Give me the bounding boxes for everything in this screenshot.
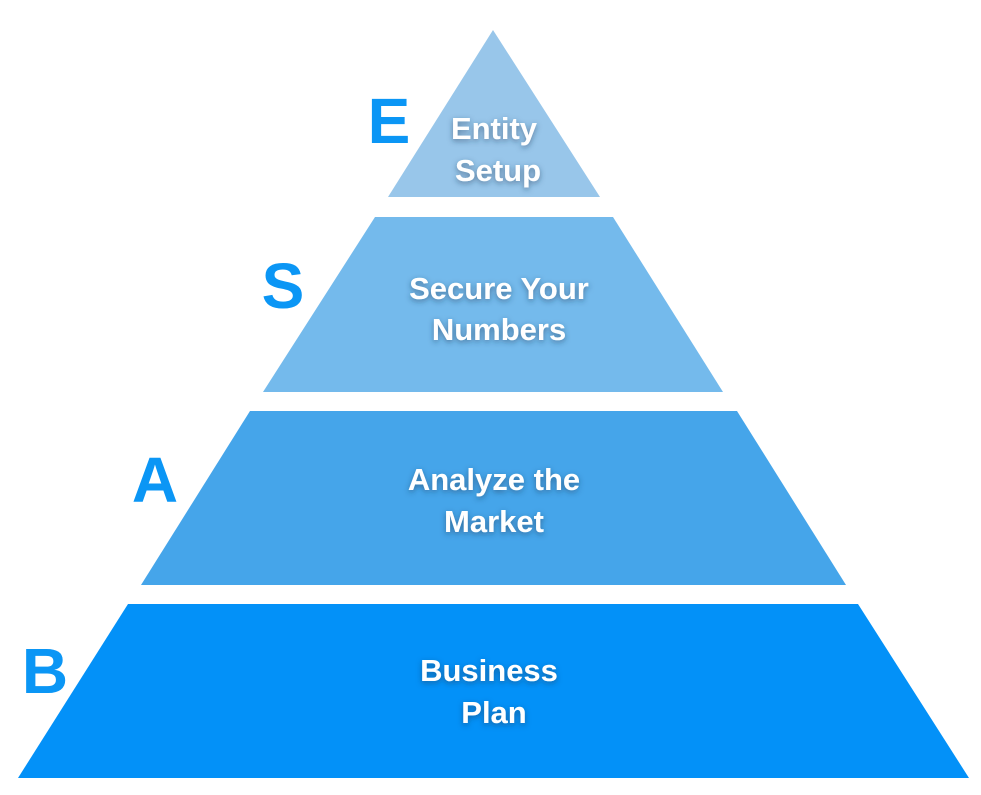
tier-business-plan: B Business Plan — [18, 604, 969, 778]
tier-analyze-the-market: A Analyze the Market — [132, 411, 846, 585]
tier-letter: E — [368, 85, 411, 157]
tier-label-line1: Analyze the — [408, 462, 580, 497]
tier-shape — [18, 604, 969, 778]
tier-shape — [388, 30, 600, 197]
tier-label-line2: Market — [444, 504, 544, 539]
tier-letter: S — [262, 250, 305, 322]
tier-label-line1: Business — [420, 653, 558, 688]
tier-entity-setup: E Entity Setup — [368, 30, 600, 197]
tier-label-line1: Entity — [451, 111, 538, 146]
tier-label-line2: Plan — [461, 695, 526, 730]
tier-secure-your-numbers: S Secure Your Numbers — [262, 217, 723, 392]
tier-label-line1: Secure Your — [409, 271, 589, 306]
tier-label-line2: Setup — [455, 153, 541, 188]
tier-label-line2: Numbers — [432, 312, 566, 347]
tier-shape — [141, 411, 846, 585]
tier-letter: A — [132, 444, 178, 516]
tier-letter: B — [22, 635, 68, 707]
tier-shape — [263, 217, 723, 392]
